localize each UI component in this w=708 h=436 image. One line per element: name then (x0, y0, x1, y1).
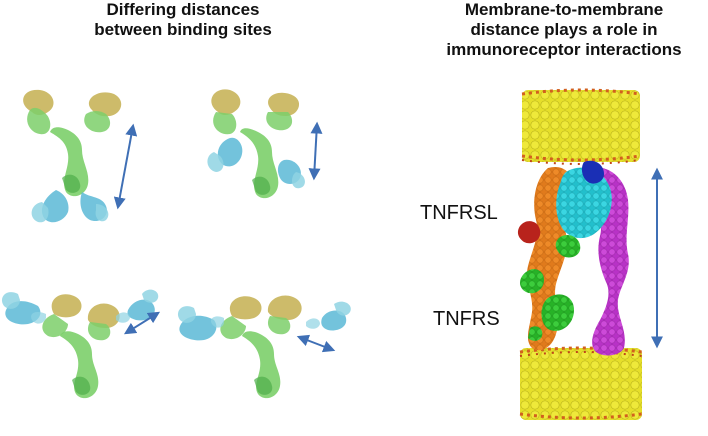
distance-arrow-1 (113, 123, 138, 210)
cyan-domain (556, 167, 612, 239)
distance-arrow-2 (308, 121, 323, 181)
right-title-line-3: immunoreceptor interactions (446, 40, 682, 59)
top-membrane (521, 88, 641, 165)
bottom-membrane (519, 346, 643, 420)
antibody-3 (1, 289, 159, 399)
right-title-line-2: distance plays a role in (470, 20, 658, 39)
right-panel-title: Membrane-to-membrane distance plays a ro… (420, 0, 708, 60)
antibody-2 (207, 89, 305, 199)
left-title-line-1: Differing distances (106, 0, 260, 19)
complex-panel (517, 88, 663, 420)
green-fragment-left (520, 269, 544, 294)
right-title-line-1: Membrane-to-membrane (464, 0, 664, 19)
antibody-4 (177, 295, 351, 399)
left-panel-title: Differing distances between binding site… (18, 0, 348, 40)
ligand-label: TNFRSL (420, 202, 498, 224)
left-title-line-2: between binding sites (94, 20, 272, 39)
antibody-panel (1, 89, 351, 399)
distance-arrow-4 (296, 334, 336, 353)
antibody-1 (23, 89, 122, 223)
receptor-label: TNFRS (433, 308, 500, 330)
red-fragment (517, 221, 541, 244)
distance-arrow-3 (123, 311, 161, 335)
blue-cap (581, 160, 604, 184)
green-fragment-upper (555, 234, 581, 258)
green-fragment-lower (541, 294, 574, 331)
green-fragment-small (528, 326, 543, 341)
